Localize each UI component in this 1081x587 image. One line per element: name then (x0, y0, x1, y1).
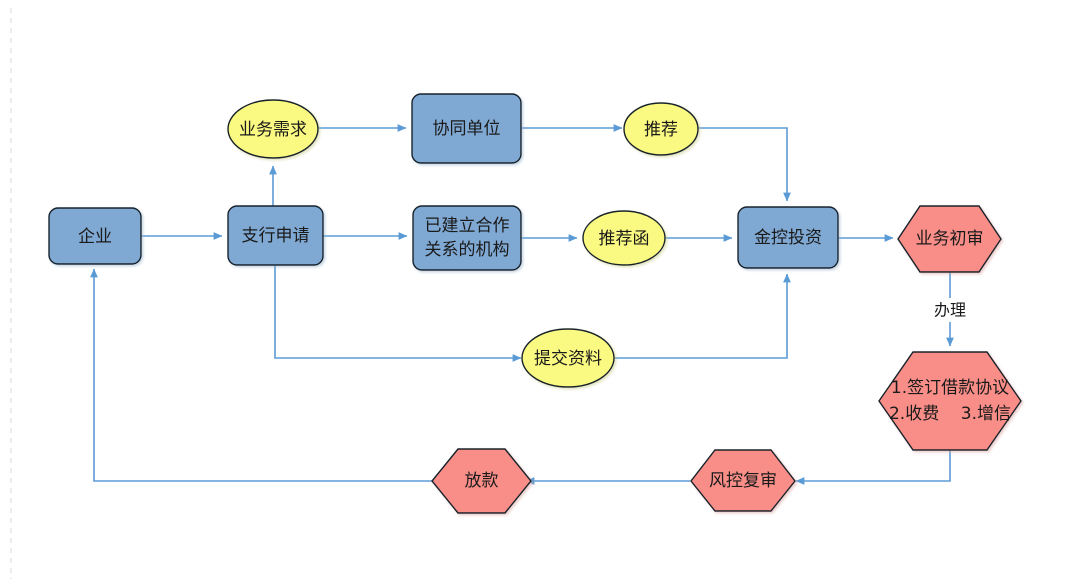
node-qianding-label-line2: 2.收费 3.增信 (889, 404, 1011, 424)
node-xietong-label: 协同单位 (433, 119, 501, 139)
connector-tijiao-to-jinkong (614, 273, 791, 359)
node-qiye-label: 企业 (78, 227, 112, 247)
connector-fangkuan-to-qiye (90, 268, 434, 482)
node-xietong[interactable]: 协同单位 (411, 93, 522, 164)
connector-zhihang-to-tijiao (274, 265, 522, 362)
node-tuijian-label: 推荐 (644, 120, 678, 140)
edge-label-banli-text: 办理 (934, 301, 966, 320)
node-tijiao[interactable]: 提交资料 (521, 328, 615, 388)
node-qianding-label-line1: 1.签订借款协议 (891, 378, 1009, 398)
node-tuijianhan[interactable]: 推荐函 (582, 210, 666, 266)
node-fangkuan[interactable]: 放款 (431, 448, 532, 514)
node-yewuxuqiu[interactable]: 业务需求 (227, 99, 319, 159)
node-chushen[interactable]: 业务初审 (897, 205, 1002, 273)
node-jinkong[interactable]: 金控投资 (737, 206, 839, 269)
node-tuijian[interactable]: 推荐 (623, 102, 699, 156)
node-yewuxuqiu-label: 业务需求 (239, 120, 307, 140)
node-jigou[interactable]: 已建立合作 关系的机构 (412, 205, 522, 271)
node-fengkong[interactable]: 风控复审 (690, 449, 796, 512)
edge-label-banli: 办理 (926, 298, 974, 322)
node-tuijianhan-label: 推荐函 (599, 229, 650, 249)
node-chushen-label: 业务初审 (916, 229, 984, 249)
node-fangkuan-label: 放款 (465, 471, 499, 491)
node-jinkong-label: 金控投资 (754, 228, 822, 248)
node-zhihang-label: 支行申请 (242, 226, 310, 246)
node-tijiao-label: 提交资料 (534, 349, 602, 369)
node-qiye[interactable]: 企业 (48, 207, 142, 265)
connector-tuijian-to-jinkong (698, 127, 791, 202)
connector-qianding-to-fengkong (795, 450, 951, 485)
node-jigou-label-line2: 关系的机构 (425, 240, 510, 260)
node-zhihang[interactable]: 支行申请 (227, 205, 324, 266)
node-qianding[interactable]: 1.签订借款协议 2.收费 3.增信 (878, 351, 1022, 451)
node-jigou-label-line1: 已建立合作 (425, 216, 510, 236)
node-fengkong-label: 风控复审 (709, 471, 777, 491)
